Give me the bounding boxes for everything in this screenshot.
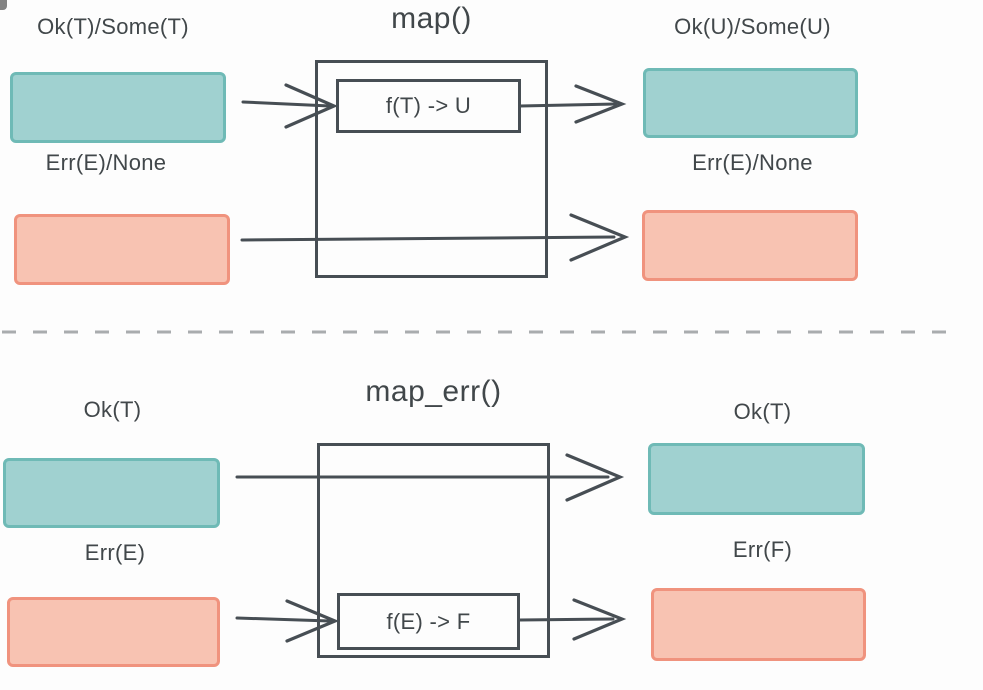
map-err-output-err-label: Err(F) (732, 537, 793, 562)
map-section-title: map() (391, 2, 472, 35)
map-output-err-label: Err(E)/None (692, 150, 813, 175)
map-transform-fn-box: f(T) -> U (336, 79, 521, 133)
map-err-input-err-box (7, 597, 220, 667)
map-function-container-box (315, 60, 548, 278)
map-output-ok-label: Ok(U)/Some(U) (674, 14, 831, 39)
photo-artifact-mark (0, 0, 7, 10)
map-output-err-box (642, 210, 858, 281)
map-input-ok-label: Ok(T)/Some(T) (37, 14, 189, 39)
map-err-output-ok-label: Ok(T) (733, 399, 792, 424)
map-output-ok-box (643, 68, 858, 138)
map-err-output-err-box (651, 588, 866, 661)
map-err-section-title: map_err() (365, 375, 502, 408)
map-err-input-err-label: Err(E) (84, 540, 146, 565)
map-input-err-box (14, 214, 230, 285)
map-err-input-ok-box (3, 458, 220, 528)
map-err-function-container-box (317, 443, 550, 658)
map-err-input-ok-label: Ok(T) (83, 397, 142, 422)
map-input-ok-box (10, 72, 226, 143)
map-input-err-label: Err(E)/None (45, 150, 167, 175)
map-err-output-ok-box (648, 443, 865, 515)
map-err-transform-fn-box: f(E) -> F (337, 593, 520, 650)
